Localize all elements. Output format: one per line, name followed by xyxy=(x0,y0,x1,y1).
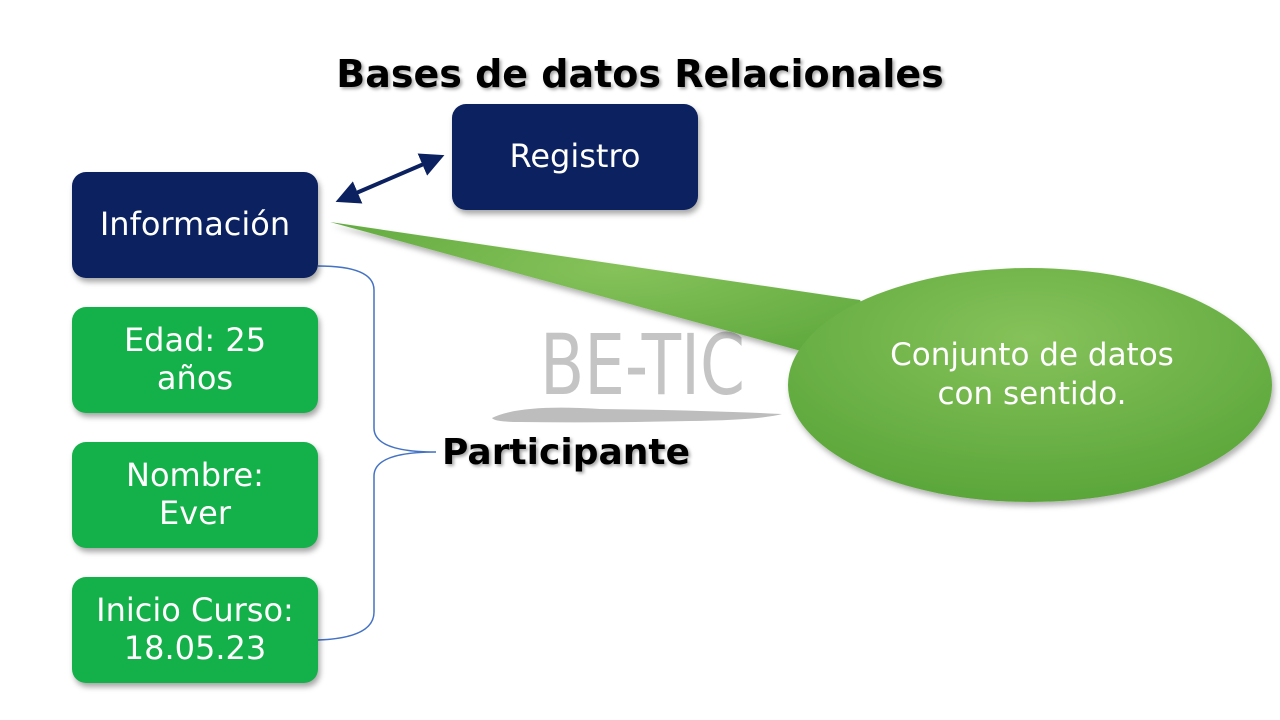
informacion-label: Información xyxy=(99,205,291,244)
edad-box: Edad: 25 años xyxy=(72,307,318,413)
nombre-box: Nombre: Ever xyxy=(72,442,318,548)
registro-box: Registro xyxy=(452,104,698,210)
inicio-box: Inicio Curso: 18.05.23 xyxy=(72,577,318,683)
watermark-text: BE-TIC xyxy=(540,316,745,414)
callout-bubble xyxy=(330,222,1272,502)
informacion-box: Información xyxy=(72,172,318,278)
edad-label: Edad: 25 años xyxy=(123,321,267,397)
inicio-label: Inicio Curso: 18.05.23 xyxy=(96,591,294,667)
registro-label: Registro xyxy=(509,137,641,176)
brace xyxy=(317,265,437,641)
nombre-label: Nombre: Ever xyxy=(126,456,264,532)
double-arrow xyxy=(335,153,445,204)
participante-label: Participante xyxy=(442,432,691,473)
callout-text: Conjunto de datos con sentido. xyxy=(890,337,1174,412)
slide-title: Bases de datos Relacionales xyxy=(336,52,944,96)
watermark-logo: BE-TIC xyxy=(492,316,782,423)
